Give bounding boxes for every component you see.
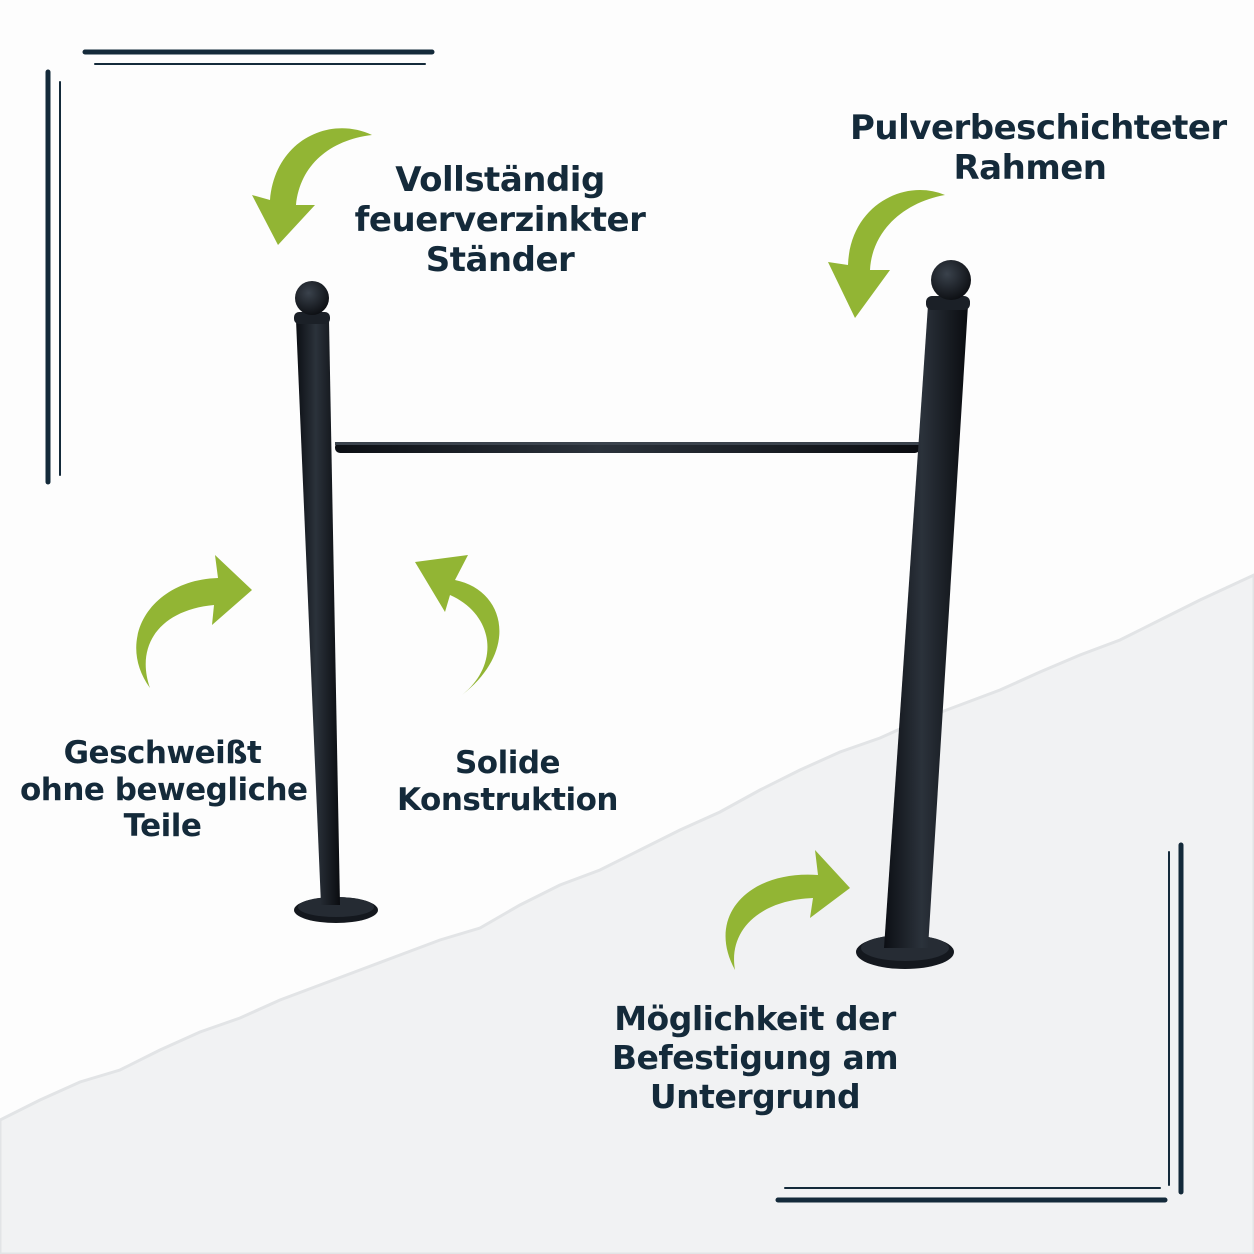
curved-arrow-icon [415,555,500,695]
label-solid-construction: Solide Konstruktion [390,745,625,818]
curved-arrow-icon [725,850,850,970]
curved-arrow-icon [252,128,372,245]
label-line: Pulverbeschichteter [850,108,1227,148]
pull-up-bar-frame [294,260,971,969]
label-line: Untergrund [649,1076,861,1116]
torn-paper-background [0,573,1254,1254]
label-line: Konstruktion [397,781,618,818]
label-line: feuerverzinkter [354,200,646,241]
label-line: Geschweißt [63,735,262,771]
label-line: Vollständig [395,160,605,200]
arrows [136,128,945,970]
corner-lines [45,49,1184,1203]
label-line: Möglichkeit der [614,999,896,1038]
label-galvanized-stand: Vollständig feuerverzinkter Ständer [350,160,650,280]
label-welded: Geschweißt ohne bewegliche Teile [20,735,308,845]
label-line: Solide [454,745,561,781]
label-line: ohne bewegliche [20,771,308,808]
label-powder-coated-frame: Pulverbeschichteter Rahmen [850,108,1227,189]
label-ground-mounting: Möglichkeit der Befestigung am Untergrun… [610,999,900,1117]
label-line: Ständer [425,240,575,281]
label-line: Befestigung am [611,1037,899,1077]
label-line: Rahmen [953,148,1107,189]
label-line: Teile [123,808,202,845]
curved-arrow-icon [828,189,945,318]
curved-arrow-icon [136,555,252,688]
